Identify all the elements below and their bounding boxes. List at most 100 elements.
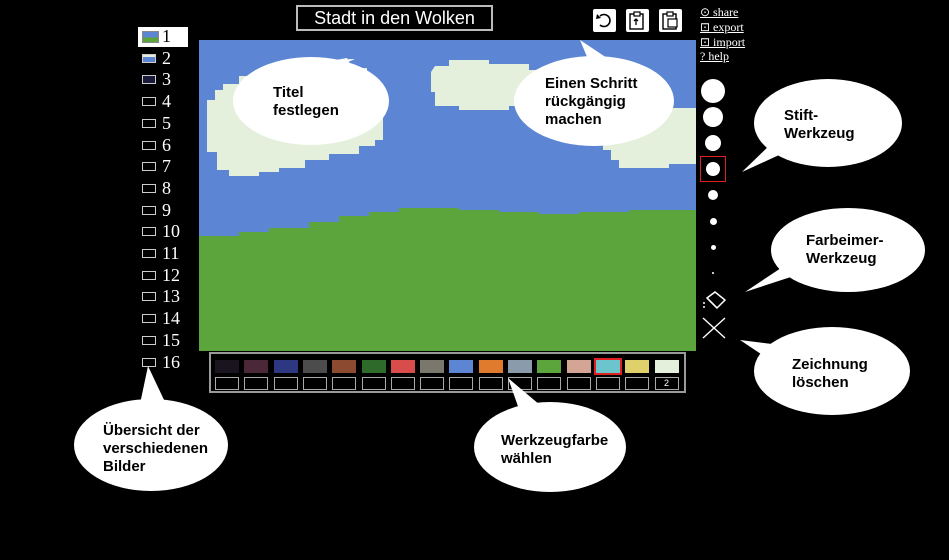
color-swatch[interactable] — [654, 360, 679, 373]
export-link[interactable]: ⊡ export — [700, 20, 744, 34]
color-swatch[interactable] — [478, 360, 503, 373]
picture-number: 6 — [162, 134, 171, 155]
color-slot[interactable] — [449, 377, 474, 390]
picture-preview-icon — [142, 53, 156, 63]
color-slot[interactable] — [244, 377, 269, 390]
color-swatch[interactable] — [390, 360, 415, 373]
paint-bucket-icon[interactable] — [701, 290, 727, 312]
brush-size-option[interactable] — [708, 190, 718, 200]
picture-preview-icon — [142, 357, 156, 367]
picture-number: 3 — [162, 69, 171, 90]
share-link[interactable]: ⊙ share — [700, 5, 739, 19]
color-slot[interactable] — [595, 377, 620, 390]
picture-preview-icon — [142, 118, 156, 128]
color-swatch[interactable] — [215, 360, 239, 373]
picture-preview-icon — [142, 97, 156, 107]
brush-size-option[interactable] — [703, 107, 723, 127]
picture-thumbnail[interactable]: 10 — [138, 221, 188, 242]
color-swatch[interactable] — [273, 360, 298, 373]
undo-button[interactable] — [593, 9, 616, 32]
help-link[interactable]: ? help — [700, 49, 729, 63]
picture-number: 9 — [162, 199, 171, 220]
color-swatch[interactable] — [244, 360, 269, 373]
color-swatch[interactable] — [420, 360, 445, 373]
brush-size-option[interactable] — [709, 217, 717, 225]
import-link[interactable]: ⊡ import — [700, 35, 746, 49]
clear-x-icon[interactable] — [701, 316, 727, 340]
brush-size-option[interactable] — [705, 135, 721, 151]
picture-preview-icon — [142, 227, 156, 237]
color-swatch[interactable] — [302, 360, 327, 373]
picture-number: 8 — [162, 177, 171, 198]
callout-pen-tool: Stift-Werkzeug — [784, 107, 855, 142]
color-swatch[interactable] — [361, 360, 386, 373]
picture-thumbnail[interactable]: 11 — [138, 243, 188, 264]
brush-size-option[interactable] — [712, 272, 714, 274]
picture-thumbnail[interactable]: 14 — [138, 308, 188, 329]
picture-number: 4 — [162, 91, 171, 112]
picture-thumbnail[interactable]: 7 — [138, 156, 188, 177]
color-slot[interactable] — [215, 377, 239, 390]
picture-thumbnail[interactable]: 5 — [138, 112, 188, 134]
color-swatch[interactable] — [625, 360, 650, 373]
picture-thumbnail[interactable]: 12 — [138, 264, 188, 286]
paste-button[interactable] — [659, 9, 682, 32]
color-swatch[interactable] — [593, 358, 622, 375]
color-swatch[interactable] — [449, 360, 474, 373]
color-slot[interactable] — [566, 377, 591, 390]
picture-number: 5 — [162, 112, 171, 133]
picture-preview-icon — [142, 314, 156, 324]
picture-number: 2 — [162, 47, 171, 68]
picture-preview-icon — [142, 140, 156, 150]
brush-size-option[interactable] — [701, 79, 725, 103]
color-slot[interactable] — [420, 377, 445, 390]
picture-thumbnail[interactable]: 8 — [138, 177, 188, 199]
picture-preview-icon — [142, 183, 156, 193]
color-swatch[interactable] — [566, 360, 591, 373]
picture-thumbnail[interactable]: 13 — [138, 286, 188, 307]
copy-button[interactable] — [626, 9, 649, 32]
drawing-title-input[interactable]: Stadt in den Wolken — [296, 5, 493, 31]
callout-bucket-tool: Farbeimer-Werkzeug — [806, 232, 884, 267]
picture-thumbnail[interactable]: 2 — [138, 47, 188, 69]
brush-size-option[interactable] — [706, 162, 720, 176]
picture-preview-icon — [142, 31, 159, 43]
color-slot[interactable] — [537, 377, 562, 390]
picture-preview-icon — [142, 270, 156, 280]
color-slot[interactable] — [273, 377, 298, 390]
color-slot[interactable] — [332, 377, 357, 390]
picture-thumbnail[interactable]: 6 — [138, 134, 188, 156]
brush-size-option[interactable] — [710, 244, 716, 250]
color-slot[interactable]: 2 — [654, 377, 679, 390]
picture-thumbnail[interactable]: 3 — [138, 69, 188, 90]
clipboard-paste-icon — [662, 11, 678, 30]
color-swatch[interactable] — [537, 360, 562, 373]
color-slot[interactable] — [302, 377, 327, 390]
picture-thumbnail[interactable]: 9 — [138, 199, 188, 221]
picture-preview-icon — [142, 162, 156, 172]
color-slot[interactable] — [478, 377, 503, 390]
picture-thumbnail[interactable]: 4 — [138, 91, 188, 112]
color-slot[interactable] — [625, 377, 650, 390]
picture-thumbnail[interactable]: 15 — [138, 329, 188, 351]
picture-thumbnail[interactable]: 16 — [138, 351, 188, 373]
color-swatch[interactable] — [332, 360, 357, 373]
picture-number: 15 — [162, 329, 180, 350]
picture-preview-icon — [142, 335, 156, 345]
color-slot[interactable] — [361, 377, 386, 390]
picture-number: 7 — [162, 156, 171, 177]
color-slot[interactable] — [390, 377, 415, 390]
picture-preview-icon — [142, 205, 156, 215]
picture-number: 12 — [162, 264, 180, 285]
picture-thumbnail[interactable]: 1 — [138, 26, 188, 47]
color-swatch[interactable] — [508, 360, 532, 373]
picture-number: 16 — [162, 351, 180, 372]
undo-icon — [596, 13, 611, 28]
picture-preview-icon — [142, 75, 156, 85]
